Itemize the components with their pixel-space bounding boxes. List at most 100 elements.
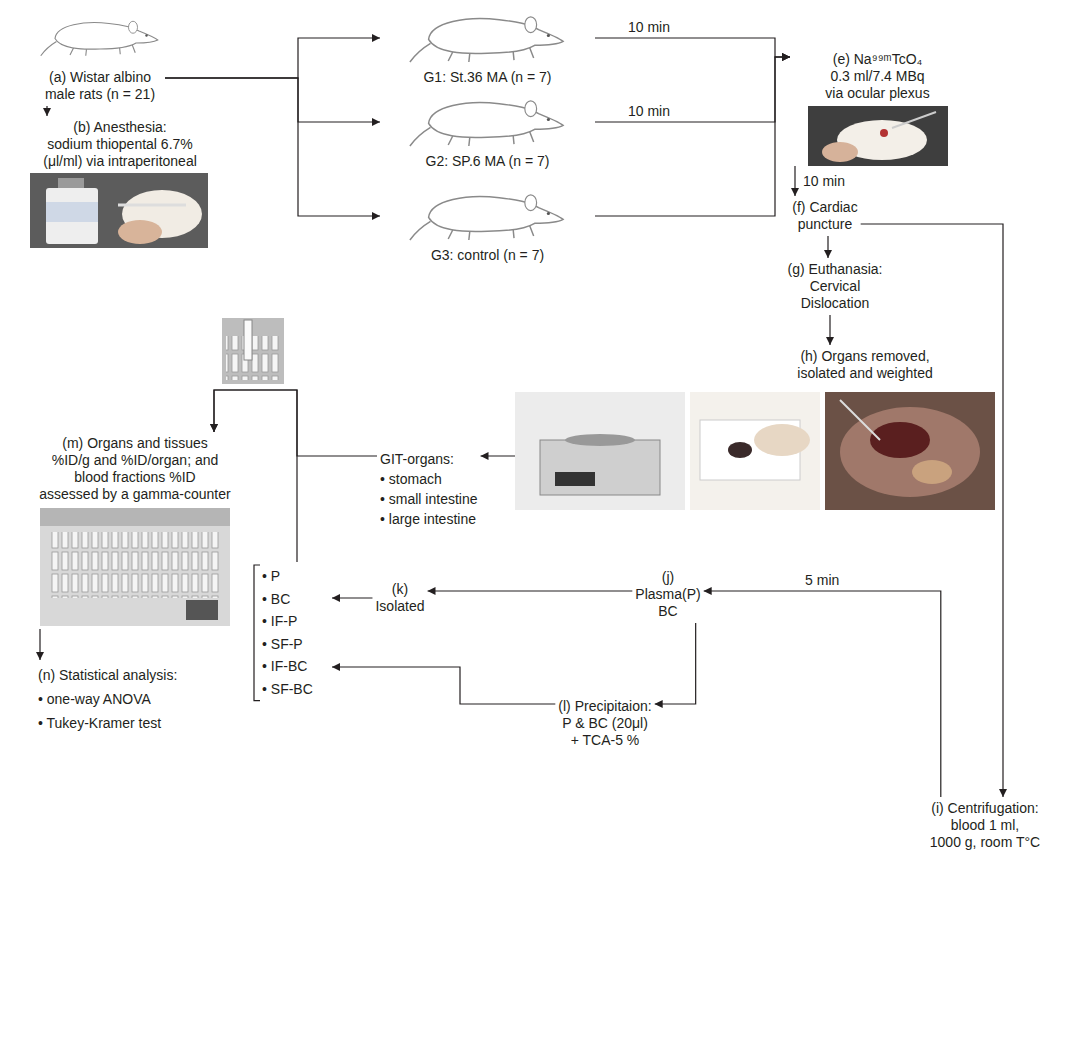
group-label: G1: St.36 MA (n = 7) [380,8,595,89]
flow-arrow [595,57,790,122]
rat-illustration [410,17,563,62]
node-text: GIT-organs: [380,449,478,469]
node-text: • BC [262,588,329,611]
time-label: 5 min [803,572,841,589]
node-text: (h) Organs removed, isolated and weighte… [738,348,992,382]
anesthesia-photo [30,173,208,248]
node-text: (n) Statistical analysis: [38,663,177,687]
gamma-counter-photo [40,508,230,626]
flow-arrow [165,78,380,216]
flow-arrow [861,224,1003,797]
photo-ground [40,508,230,626]
node-text: G3: control (n = 7) [383,247,592,264]
rat-illustration [41,21,158,56]
flow-arrow [46,106,47,116]
injection-photo [808,106,948,166]
flow-arrow [332,667,555,704]
test-tube [244,320,252,360]
node-text: G2: SP.6 MA (n = 7) [383,153,592,170]
capillary [892,112,936,128]
node-text: • Tukey-Kramer test [38,711,177,735]
node-text: G1: St.36 MA (n = 7) [383,69,592,86]
node-text: (l) Precipitaion: P & BC (20μl) + TCA-5 … [558,698,651,749]
photo-ground [222,318,284,384]
flow-arrow [655,623,696,704]
node-text: (m) Organs and tissues %ID/g and %ID/org… [33,435,237,503]
node-text: (a) Wistar albino male rats (n = 21) [38,69,162,103]
flow-arrow [39,629,40,660]
flow-arrow [332,597,372,598]
analysis-step: (n) Statistical analysis:• one-way ANOVA… [35,660,180,738]
flow-arrow [794,166,795,196]
vial-cap [58,178,84,188]
flow-arrow [595,38,790,57]
photo-ground [690,392,820,510]
node-text: • large intestine [380,509,478,529]
bracket-line [254,565,260,701]
flow-arrow [595,57,790,216]
flow-arrow [481,455,516,456]
time-label: 10 min [626,19,672,36]
vial-body [46,188,98,244]
node-text: (k) Isolated [375,581,424,615]
time-label: 10 min [801,173,847,190]
group-label: G3: control (n = 7) [380,186,595,267]
node-text: (b) Anesthesia: sodium thiopental 6.7% (… [28,119,212,170]
node-text: • SF-P [262,633,329,656]
photo-ground [515,392,685,510]
flow-arrow [704,591,941,797]
step-label: (i) Centrifugation: blood 1 ml, 1000 g, … [927,797,1043,854]
balance-pan [565,434,635,446]
hand [118,220,162,244]
step-label: (g) Euthanasia: Cervical Dislocation [785,258,886,315]
syringe [118,204,186,207]
step-label: (a) Wistar albino male rats (n = 21) [35,8,165,106]
node-text: (f) Cardiac puncture [792,199,857,233]
tube-rack-photo [222,318,284,384]
forceps [840,400,880,440]
photo-ground [825,392,995,510]
group-label: G2: SP.6 MA (n = 7) [380,92,595,173]
sample-rack [50,532,220,598]
organ [912,460,952,484]
organ-photos [515,392,995,510]
time-label: 10 min [626,103,672,120]
photo-ground [30,173,208,248]
step-label: (j) Plasma(P) BC [632,566,703,623]
node-text: • stomach [380,469,478,489]
balance [540,440,660,495]
fraction-list: • P• BC• IF-P• SF-P• IF-BC• SF-BC [252,562,332,704]
glove [754,424,810,456]
flow-arrow [827,236,828,258]
step-label: (m) Organs and tissues %ID/g and %ID/org… [30,432,240,629]
tube-rack [226,336,280,380]
node-text: • P [262,565,329,588]
rat-eye [880,129,888,137]
node-text: (e) Na⁹⁹ᵐTcO₄ 0.3 ml/7.4 MBq via ocular … [793,51,962,102]
flow-arrow [165,38,380,78]
node-text: • SF-BC [262,678,329,701]
flow-arrow [214,390,297,562]
rat-illustration [410,195,563,240]
step-label: (e) Na⁹⁹ᵐTcO₄ 0.3 ml/7.4 MBq via ocular … [790,48,965,166]
balance-display [555,472,595,486]
step-label: (l) Precipitaion: P & BC (20μl) + TCA-5 … [555,695,654,752]
rat-illustration [410,101,563,146]
counter-top [40,508,230,526]
flow-arrow [165,78,380,122]
vial-label [46,202,98,222]
fingers [822,142,858,162]
step-label: (b) Anesthesia: sodium thiopental 6.7% (… [25,116,215,252]
flow-arrow [214,390,377,456]
organ-list: GIT-organs:• stomach• small intestine• l… [377,446,481,532]
node-text: • IF-BC [262,655,329,678]
node-text: (i) Centrifugation: blood 1 ml, 1000 g, … [930,800,1040,851]
flow-arrow [829,315,830,345]
detector [186,600,218,620]
node-text: • IF-P [262,610,329,633]
node-text: (g) Euthanasia: Cervical Dislocation [788,261,883,312]
photo-ground [808,106,948,166]
step-label: (f) Cardiac puncture [789,196,860,236]
